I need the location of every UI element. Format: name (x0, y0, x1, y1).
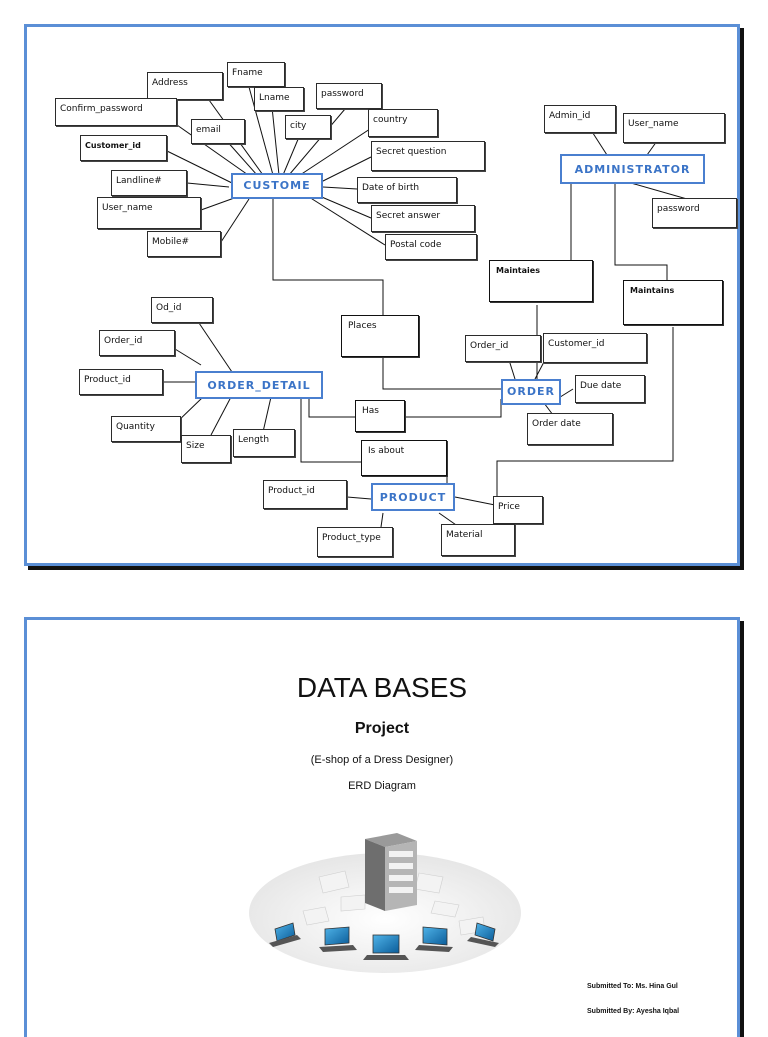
attr-product-material: Material (441, 524, 515, 556)
entity-customer: CUSTOME (231, 173, 323, 199)
attr-order-detail-length: Length (233, 429, 295, 457)
cover-doc-type: ERD Diagram (348, 780, 416, 792)
erd-connector-lines (163, 86, 688, 528)
relationship-maintains: Maintains (623, 280, 723, 325)
attr-order-detail-size: Size (181, 435, 231, 463)
cover-page: DATA BASES Project (E-shop of a Dress De… (24, 617, 740, 1037)
server-network-illustration (249, 833, 521, 973)
attr-admin-user-name: User_name (623, 113, 725, 143)
attr-order-order-date: Order date (527, 413, 613, 445)
cover-description: (E-shop of a Dress Designer) (310, 754, 454, 766)
attr-admin-id: Admin_id (544, 105, 616, 133)
relationship-has: Has (355, 400, 405, 432)
attr-customer-user-name: User_name (97, 197, 201, 229)
entity-order: ORDER (501, 379, 561, 405)
attr-order-detail-quantity: Quantity (111, 416, 181, 442)
attr-customer-city: city (285, 115, 331, 139)
submitted-to: Submitted To: Ms. Hina Gul (587, 983, 678, 990)
attr-customer-mobile: Mobile# (147, 231, 221, 257)
attr-admin-password: password (652, 198, 737, 228)
cover-subtitle: Project (354, 720, 410, 737)
attr-customer-postal-code: Postal code (385, 234, 477, 260)
relationship-places: Places (341, 315, 419, 357)
attr-customer-secret-question: Secret question (371, 141, 485, 171)
attr-customer-fname: Fname (227, 62, 285, 87)
attr-product-type: Product_type (317, 527, 393, 557)
relationship-is-about: Is about (361, 440, 447, 476)
submitted-by: Submitted By: Ayesha Iqbal (587, 1008, 680, 1015)
attr-customer-email: email (191, 119, 245, 144)
attr-order-detail-product-id: Product_id (79, 369, 163, 395)
attr-customer-date-of-birth: Date of birth (357, 177, 457, 203)
attr-customer-password: password (316, 83, 382, 109)
attr-order-order-id: Order_id (465, 335, 541, 362)
attr-customer-lname: Lname (254, 87, 304, 111)
attr-customer-address: Address (147, 72, 223, 100)
attr-order-detail-od-id: Od_id (151, 297, 213, 323)
attr-order-customer-id: Customer_id (543, 333, 647, 363)
attr-order-due-date: Due date (575, 375, 645, 403)
attr-customer-secret-answer: Secret answer (371, 205, 475, 232)
attr-customer-landline: Landline# (111, 170, 187, 196)
attr-product-product-id: Product_id (263, 480, 347, 509)
entity-product: PRODUCT (371, 483, 455, 511)
erd-page: CUSTOME Address Fname Lname password Con… (24, 24, 740, 566)
attr-customer-id: Customer_id (80, 135, 167, 161)
attr-customer-confirm-password: Confirm_password (55, 98, 177, 126)
entity-order-detail: ORDER_DETAIL (195, 371, 323, 399)
entity-administrator: ADMINISTRATOR (560, 154, 705, 184)
relationship-maintaies: Maintaies (489, 260, 593, 302)
attr-product-price: Price (493, 496, 543, 524)
cover-title: DATA BASES (296, 672, 468, 703)
attr-customer-country: country (368, 109, 438, 137)
attr-order-detail-order-id: Order_id (99, 330, 175, 356)
